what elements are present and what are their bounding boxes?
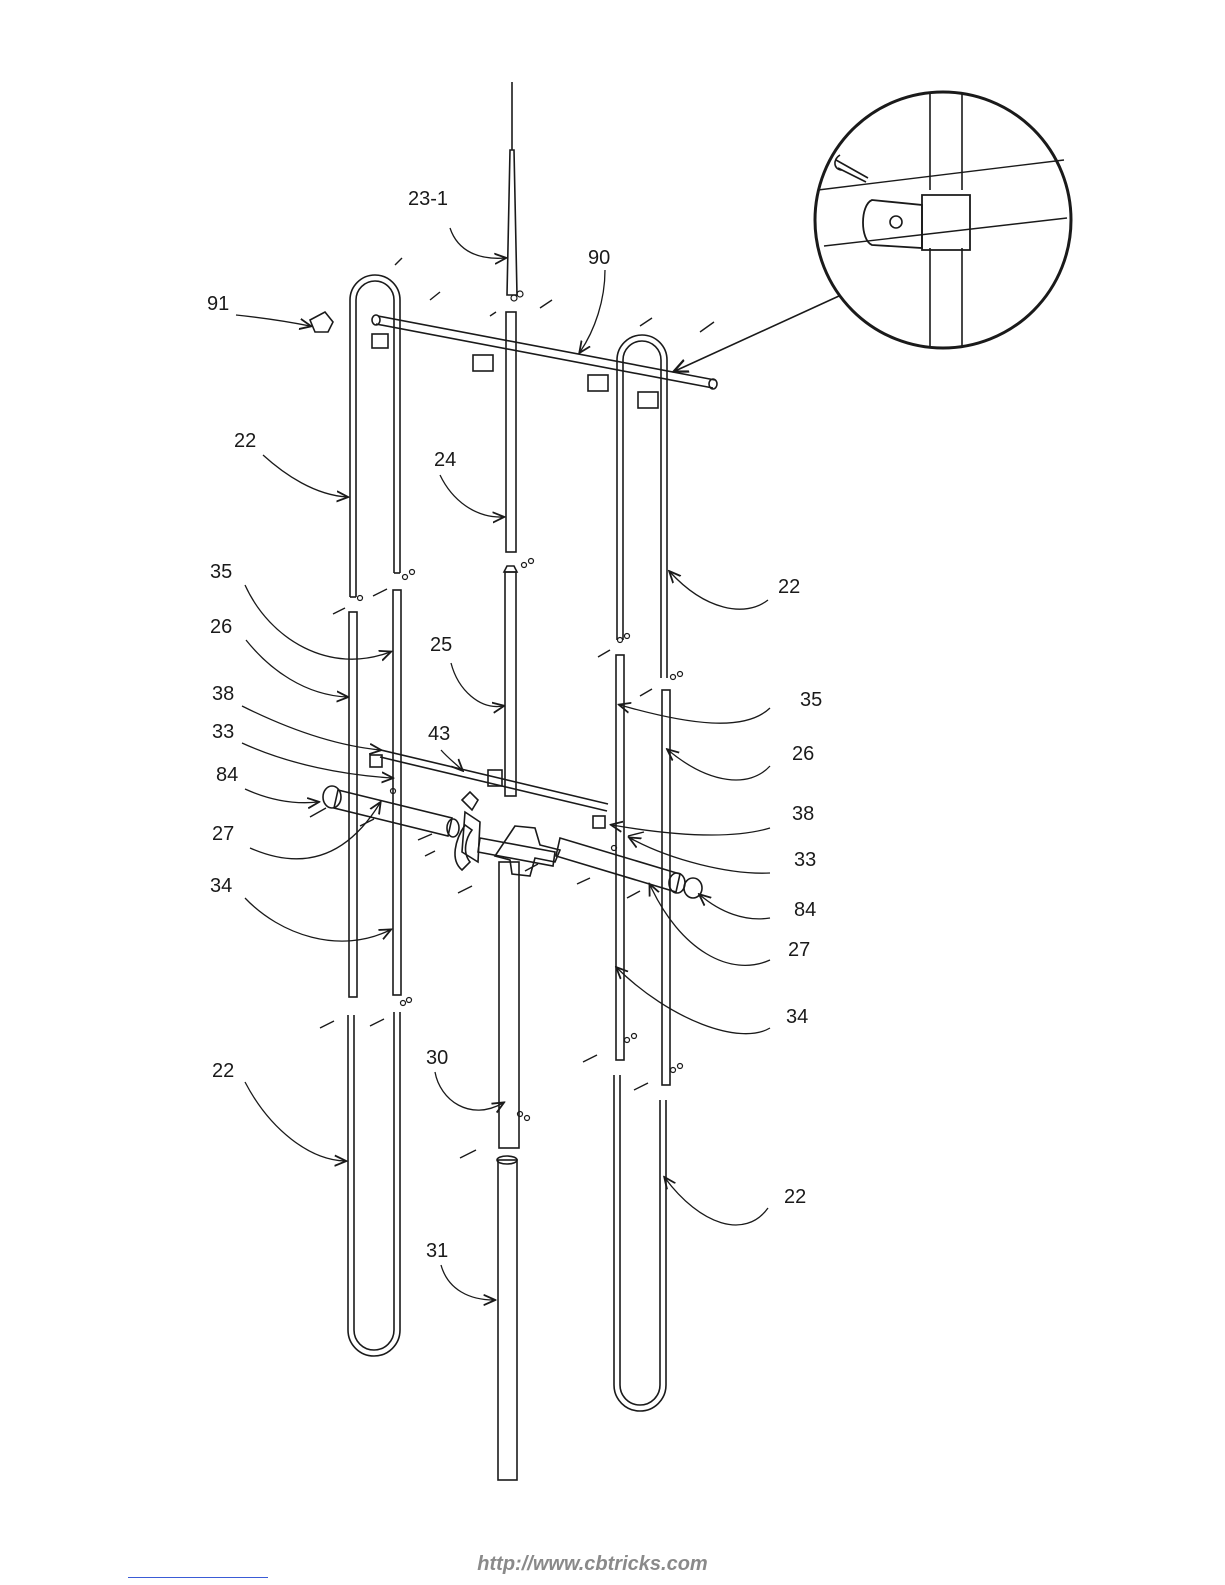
antenna-parts bbox=[310, 82, 717, 1480]
mast-section-24 bbox=[506, 312, 516, 552]
callout-labels: 23-1 90 91 22 24 22 35 26 25 38 33 43 35… bbox=[207, 188, 822, 1262]
detail-inset bbox=[675, 92, 1071, 371]
callout-30: 30 bbox=[426, 1047, 448, 1069]
leader-lines bbox=[236, 228, 770, 1300]
footer-url[interactable]: http://www.cbtricks.com bbox=[0, 1553, 1205, 1576]
callout-33-left: 33 bbox=[212, 721, 234, 743]
callout-43: 43 bbox=[428, 723, 450, 745]
callout-26-left: 26 bbox=[210, 616, 232, 638]
hardware-screws bbox=[310, 258, 714, 1158]
hardware-nuts bbox=[358, 291, 683, 1121]
callout-27-left: 27 bbox=[212, 823, 234, 845]
mast-section-25 bbox=[504, 566, 517, 796]
callout-38-left: 38 bbox=[212, 683, 234, 705]
callout-22-lower-right: 22 bbox=[784, 1186, 806, 1208]
callout-84-left: 84 bbox=[216, 764, 238, 786]
insulator-clamps bbox=[310, 312, 658, 828]
left-boom-27 bbox=[323, 786, 459, 837]
footer-rule bbox=[128, 1577, 268, 1578]
mast-section-30 bbox=[499, 862, 519, 1148]
callout-26-right: 26 bbox=[792, 743, 814, 765]
callout-31: 31 bbox=[426, 1240, 448, 1262]
callout-38-right: 38 bbox=[792, 803, 814, 825]
callout-23-1: 23-1 bbox=[408, 188, 448, 210]
callout-24: 24 bbox=[434, 449, 456, 471]
whip-23-1 bbox=[507, 82, 517, 295]
callout-35-right: 35 bbox=[800, 689, 822, 711]
callout-27-right: 27 bbox=[788, 939, 810, 961]
callout-22-upper-right: 22 bbox=[778, 576, 800, 598]
right-middle-tubes bbox=[616, 655, 670, 1085]
callout-34-left: 34 bbox=[210, 875, 232, 897]
callout-91: 91 bbox=[207, 293, 229, 315]
cross-rod-43 bbox=[380, 750, 608, 811]
center-mount bbox=[455, 792, 560, 876]
callout-90: 90 bbox=[588, 247, 610, 269]
left-lower-element-22 bbox=[348, 1012, 400, 1356]
right-boom-27 bbox=[556, 838, 702, 898]
callout-84-right: 84 bbox=[794, 899, 816, 921]
left-upper-element-22 bbox=[350, 275, 400, 597]
callout-33-right: 33 bbox=[794, 849, 816, 871]
callout-22-lower-left: 22 bbox=[212, 1060, 234, 1082]
callout-25: 25 bbox=[430, 634, 452, 656]
right-upper-element-22 bbox=[617, 335, 667, 678]
mast-section-31 bbox=[497, 1156, 517, 1480]
callout-34-right: 34 bbox=[786, 1006, 808, 1028]
right-lower-element-22 bbox=[614, 1075, 666, 1411]
callout-22-upper-left: 22 bbox=[234, 430, 256, 452]
callout-35-left: 35 bbox=[210, 561, 232, 583]
